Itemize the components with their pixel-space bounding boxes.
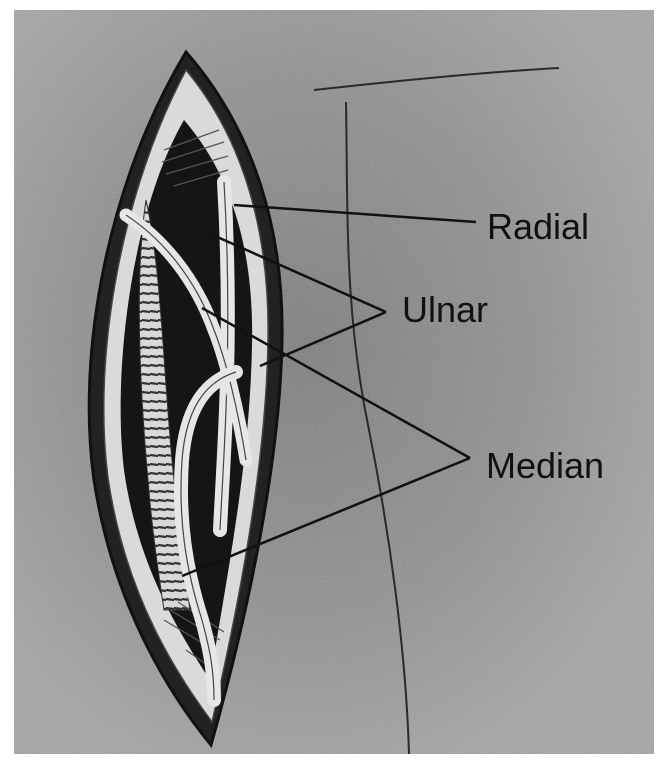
label-radial: Radial xyxy=(487,209,589,245)
label-ulnar: Ulnar xyxy=(402,292,488,328)
label-median: Median xyxy=(486,448,604,484)
anatomical-illustration xyxy=(14,10,654,754)
